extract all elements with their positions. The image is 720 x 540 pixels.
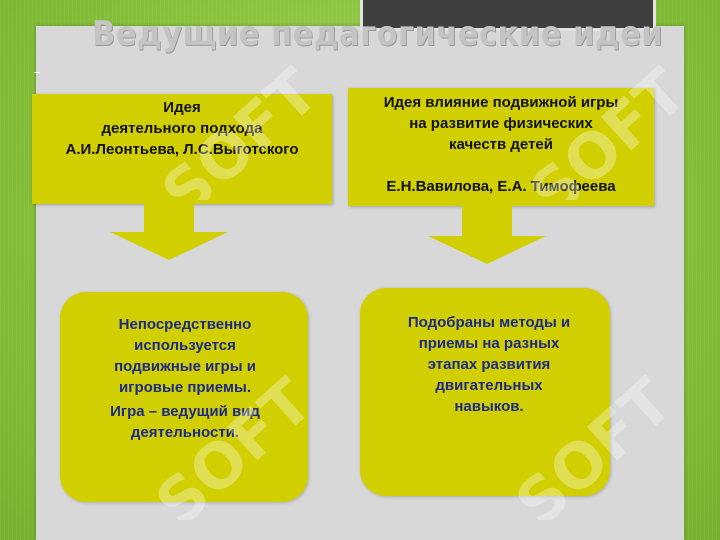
result-box-left: Непосредственно используется подвижные и… (60, 292, 308, 502)
result-left-line: Игра – ведущий вид (110, 403, 260, 420)
result-left-paragraph-1: Непосредственно используется подвижные и… (90, 314, 280, 398)
result-left-line: используется (134, 337, 236, 354)
result-left-line: игровые приемы. (119, 379, 251, 396)
result-left-line: Непосредственно (118, 316, 252, 333)
down-arrow-right (428, 206, 546, 264)
decorative-dash (34, 72, 40, 73)
result-left-paragraph-2: Игра – ведущий вид деятельности. (90, 401, 280, 443)
idea-right-line: качеств детей (449, 136, 553, 153)
idea-left-line: А.И.Леонтьева, Л.С.Выготского (65, 141, 299, 158)
idea-left-line: деятельного подхода (101, 120, 263, 137)
result-box-right: Подобраны методы и приемы на разных этап… (360, 288, 610, 496)
slide-title: Ведущие педагогические идеи (92, 14, 664, 54)
result-right-line: навыков. (454, 398, 524, 415)
result-left-line: деятельности. (130, 424, 240, 441)
idea-right-line: Идея влияние подвижной игры (383, 94, 619, 111)
idea-right-line: на развитие физических (409, 115, 593, 132)
idea-box-right: Идея влияние подвижной игры на развитие … (348, 88, 654, 206)
down-arrow-left (110, 204, 228, 260)
title-tab (360, 0, 656, 31)
result-right-line: приемы на разных (418, 335, 560, 352)
idea-box-left: Идея деятельного подхода А.И.Леонтьева, … (32, 94, 332, 204)
result-left-line: подвижные игры и (114, 358, 256, 375)
result-right-line: Подобраны методы и (407, 314, 571, 331)
idea-right-line (348, 155, 654, 176)
result-right-line: двигательных (435, 377, 543, 394)
idea-right-line: Е.Н.Вавилова, Е.А. Тимофеева (386, 178, 616, 195)
idea-left-line: Идея (163, 99, 201, 116)
result-right-line: этапах развития (427, 356, 551, 373)
result-right-paragraph: Подобраны методы и приемы на разных этап… (384, 312, 594, 417)
